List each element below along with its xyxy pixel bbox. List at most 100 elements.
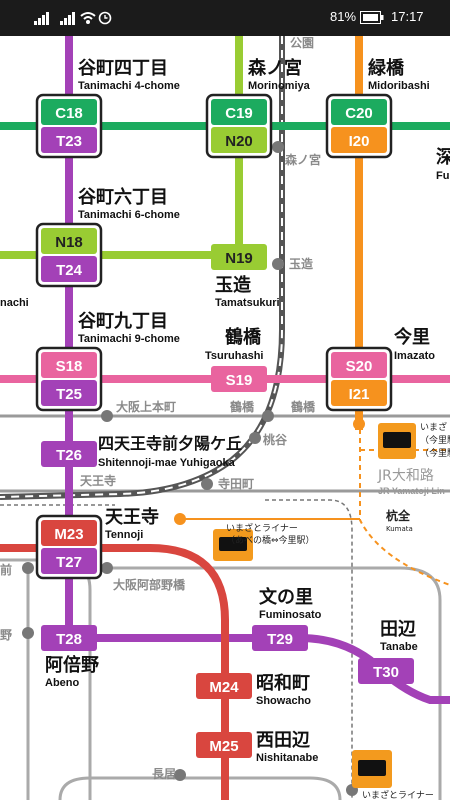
liner-route-1: （あべの橋⇔今里駅） <box>226 534 315 546</box>
station-abeno-en: Abeno <box>45 677 80 689</box>
station-tanimachi4-en: Tanimachi 4-chome <box>78 80 180 92</box>
station-code-badge[interactable] <box>196 732 252 758</box>
station-code-label: C18 <box>55 105 83 122</box>
station-labels: 谷町四丁目 Tanimachi 4-chome 森ノ宮 Morinomiya 緑… <box>0 57 450 764</box>
liner-route-2b: （今里駅 <box>420 447 450 459</box>
jr-koen: 公園 <box>290 36 314 50</box>
station-code-badge[interactable] <box>196 673 252 699</box>
station-code-label: T23 <box>56 133 82 150</box>
liner-info: いまざとライナー （あべの橋⇔今里駅） いまざ （今里駅 （今里駅 いまざとライ… <box>213 421 450 800</box>
station-code-label: M24 <box>209 679 239 696</box>
station-code-badge[interactable] <box>331 99 387 125</box>
jr-labels: 公園 森ノ宮 玉造 大阪上本町 鶴橋 鶴橋 桃谷 天王寺 寺田町 JR大和路 J… <box>0 36 445 781</box>
jr-tsuruhashi-1: 鶴橋 <box>230 399 255 414</box>
station-shitennoji-en: Shitennoji-mae Yuhigaoka <box>98 457 236 469</box>
jr-tennoji: 天王寺 <box>80 473 116 488</box>
station-code-badge[interactable] <box>252 625 308 651</box>
station-tsuruhashi-en: Tsuruhashi <box>205 350 263 362</box>
station-code-badge[interactable] <box>358 658 414 684</box>
jr-teradacho: 寺田町 <box>218 476 254 491</box>
status-bar: 81% 17:17 <box>0 0 450 36</box>
clock: 17:17 <box>391 9 424 24</box>
station-tamatsukuri-ja: 玉造 <box>215 274 251 296</box>
station-nishitanabe-ja: 西田辺 <box>256 730 310 751</box>
station-code-badge[interactable] <box>41 548 97 574</box>
jr-osaka-uehommachi: 大阪上本町 <box>116 399 176 414</box>
battery-level: 81% <box>330 9 357 24</box>
kumata-en: Kumata <box>386 525 413 533</box>
station-code-badge[interactable] <box>41 256 97 282</box>
station-code-label: T27 <box>56 554 82 571</box>
jr-yamatoji-ja: JR大和路 <box>377 468 434 484</box>
signal-icon <box>34 12 75 25</box>
station-nishitanabe-en: Nishitanabe <box>256 752 318 764</box>
station-tanabe-en: Tanabe <box>380 641 418 653</box>
wifi-icon <box>80 12 96 24</box>
station-code-badge[interactable] <box>211 366 267 392</box>
station-code-badge[interactable] <box>41 625 97 651</box>
jr-osaka-abenobashi: 大阪阿部野橋 <box>113 577 186 592</box>
station-code-label: S19 <box>226 372 253 389</box>
station-fuminosato-ja: 文の里 <box>259 586 313 608</box>
station-tennoji-en: Tennoji <box>105 529 143 541</box>
station-abeno-ja: 阿倍野 <box>45 654 99 676</box>
station-tamatsukuri-en: Tamatsukuri <box>215 297 280 309</box>
station-code-label: M25 <box>209 738 238 755</box>
station-code-label: I21 <box>349 386 370 403</box>
station-code-label: C20 <box>345 105 373 122</box>
station-fukae-en: Fu <box>436 170 449 182</box>
station-code-label: M23 <box>54 526 83 543</box>
station-tanimachi9-en: Tanimachi 9-chome <box>78 333 180 345</box>
station-code-badge[interactable] <box>41 99 97 125</box>
liner-route-2a: （今里駅 <box>420 434 450 446</box>
jr-mae: 前 <box>0 562 12 577</box>
station-code-badge[interactable] <box>41 441 97 467</box>
jr-tsuruhashi-2: 鶴橋 <box>291 399 316 414</box>
station-fuminosato-en: Fuminosato <box>259 609 322 621</box>
station-tanimachi6-ja: 谷町六丁目 <box>78 186 168 208</box>
station-code-badge[interactable] <box>331 352 387 378</box>
station-imazato-en: Imazato <box>394 350 435 362</box>
station-code-label: T24 <box>56 262 83 279</box>
liner-name-2: いまざ <box>420 421 447 433</box>
station-code-label: N18 <box>55 234 83 251</box>
station-code-label: C19 <box>225 105 253 122</box>
station-code-label: T30 <box>373 664 399 681</box>
station-code-label: N20 <box>225 133 253 150</box>
station-tanabe-ja: 田辺 <box>380 619 416 640</box>
station-code-badge[interactable] <box>41 127 97 153</box>
jr-station-dots <box>22 141 365 796</box>
station-tanimachi9-ja: 谷町九丁目 <box>78 311 168 332</box>
station-shitennoji-ja: 四天王寺前夕陽ケ丘 <box>98 434 242 453</box>
station-fukae-ja: 深 <box>436 146 450 168</box>
station-code-badge[interactable] <box>41 380 97 406</box>
station-tanimachi6-en: Tanimachi 6-chome <box>78 209 180 221</box>
station-code-badge[interactable] <box>331 380 387 406</box>
station-morinomiya-ja: 森ノ宮 <box>248 57 302 79</box>
station-nachi-en: nachi <box>0 297 29 309</box>
liner-name-3: いまざとライナー <box>362 789 434 800</box>
station-badges: C18T23C19N20C20I20N18T24N19S18T25S19S20I… <box>35 93 414 758</box>
station-code-badge[interactable] <box>41 352 97 378</box>
station-showacho-en: Showacho <box>256 695 311 707</box>
jr-momodani: 桃谷 <box>263 432 288 447</box>
station-code-label: T26 <box>56 447 82 464</box>
jr-morinomiya: 森ノ宮 <box>285 152 321 167</box>
jr-yamatoji-en: JR Yamatoji Lin <box>378 486 445 496</box>
station-code-label: T25 <box>56 386 82 403</box>
station-code-badge[interactable] <box>211 244 267 270</box>
station-code-label: N19 <box>225 250 253 267</box>
station-code-badge[interactable] <box>41 228 97 254</box>
station-code-badge[interactable] <box>331 127 387 153</box>
station-code-label: T28 <box>56 631 82 648</box>
station-showacho-ja: 昭和町 <box>256 673 310 694</box>
station-midoribashi-ja: 緑橋 <box>368 57 405 79</box>
station-code-badge[interactable] <box>211 127 267 153</box>
station-code-badge[interactable] <box>211 99 267 125</box>
station-tennoji-ja: 天王寺 <box>105 507 159 528</box>
station-code-badge[interactable] <box>41 520 97 546</box>
station-code-label: I20 <box>349 133 370 150</box>
alarm-icon <box>98 11 112 25</box>
station-imazato-ja: 今里 <box>394 326 430 348</box>
